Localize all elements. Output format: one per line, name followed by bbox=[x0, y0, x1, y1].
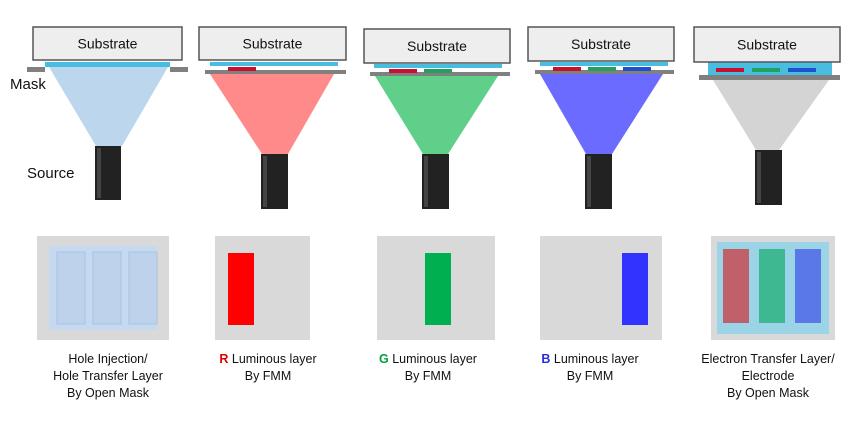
vapor-cone bbox=[375, 76, 498, 154]
source-highlight bbox=[424, 156, 428, 207]
caption-green: G Luminous layer By FMM bbox=[353, 351, 503, 385]
caption-green-line-2: By FMM bbox=[404, 369, 452, 383]
caption-etl-line-3: By Open Mask bbox=[727, 386, 809, 400]
etl-green-pixel bbox=[759, 249, 785, 323]
blue-pixel bbox=[622, 253, 648, 325]
etl-blue-pixel bbox=[795, 249, 821, 323]
caption-hil: Hole Injection/ Hole Transfer Layer By O… bbox=[33, 351, 183, 402]
open-mask-right bbox=[170, 67, 188, 72]
caption-hil-line-3: By Open Mask bbox=[67, 386, 149, 400]
caption-red-letter: R bbox=[219, 352, 229, 366]
caption-red: R Luminous layer By FMM bbox=[193, 351, 343, 385]
substrate-plate bbox=[198, 26, 347, 61]
caption-blue-letter: B bbox=[541, 352, 551, 366]
source-label: Source bbox=[27, 165, 75, 182]
substrate-plate bbox=[693, 26, 841, 63]
substrate-plate bbox=[527, 26, 675, 62]
substrate-plate bbox=[32, 26, 183, 61]
green-pixel bbox=[425, 253, 451, 325]
red-subpixel-deposit bbox=[553, 67, 581, 71]
red-subpixel-deposit bbox=[389, 69, 417, 73]
vapor-cone bbox=[49, 67, 168, 146]
source-highlight bbox=[263, 156, 267, 207]
green-subpixel-deposit bbox=[588, 67, 616, 71]
source-highlight bbox=[757, 152, 761, 203]
deposited-film bbox=[374, 64, 502, 68]
vapor-cone bbox=[713, 80, 829, 150]
caption-etl-line-1: Electron Transfer Layer/ bbox=[701, 352, 835, 366]
caption-red-text: Luminous layer bbox=[228, 352, 317, 366]
substrate-label: Substrate bbox=[243, 36, 303, 52]
deposited-film bbox=[210, 62, 338, 66]
caption-green-letter: G bbox=[379, 352, 389, 366]
substrate-label: Substrate bbox=[571, 36, 631, 52]
caption-blue: B Luminous layer By FMM bbox=[515, 351, 665, 385]
caption-blue-line-2: By FMM bbox=[566, 369, 614, 383]
green-subpixel-deposit bbox=[752, 68, 780, 72]
red-pixel bbox=[228, 253, 254, 325]
shadow-mask bbox=[370, 72, 510, 76]
red-subpixel-deposit bbox=[716, 68, 744, 72]
etl-red-pixel bbox=[723, 249, 749, 323]
deposited-film bbox=[45, 62, 170, 67]
substrate-plate bbox=[363, 28, 511, 64]
caption-green-text: Luminous layer bbox=[388, 352, 477, 366]
caption-red-line-2: By FMM bbox=[244, 369, 292, 383]
caption-hil-line-2: Hole Transfer Layer bbox=[53, 369, 163, 383]
deposited-film bbox=[540, 62, 668, 66]
caption-etl: Electron Transfer Layer/ Electrode By Op… bbox=[691, 351, 845, 402]
source-highlight bbox=[97, 148, 101, 198]
hil-cell bbox=[128, 251, 158, 325]
hil-cell bbox=[92, 251, 122, 325]
red-subpixel-deposit bbox=[228, 67, 256, 71]
green-subpixel-deposit bbox=[424, 69, 452, 73]
shadow-mask bbox=[535, 70, 674, 74]
substrate-label: Substrate bbox=[78, 36, 138, 52]
caption-blue-text: Luminous layer bbox=[550, 352, 639, 366]
vapor-cone bbox=[540, 74, 663, 154]
mask-label: Mask bbox=[10, 76, 46, 93]
blue-subpixel-deposit bbox=[788, 68, 816, 72]
substrate-label: Substrate bbox=[407, 38, 467, 54]
hil-cell bbox=[56, 251, 86, 325]
caption-red-line-1: R Luminous layer bbox=[193, 351, 343, 368]
caption-blue-line-1: B Luminous layer bbox=[515, 351, 665, 368]
vapor-cone bbox=[210, 74, 334, 154]
caption-hil-line-1: Hole Injection/ bbox=[68, 352, 148, 366]
open-mask-left bbox=[27, 67, 45, 72]
blue-subpixel-deposit bbox=[623, 67, 651, 71]
source-highlight bbox=[587, 156, 591, 207]
caption-green-line-1: G Luminous layer bbox=[353, 351, 503, 368]
shadow-mask bbox=[699, 75, 840, 80]
substrate-label: Substrate bbox=[737, 37, 797, 53]
shadow-mask bbox=[205, 70, 346, 74]
caption-etl-line-2: Electrode bbox=[741, 369, 795, 383]
